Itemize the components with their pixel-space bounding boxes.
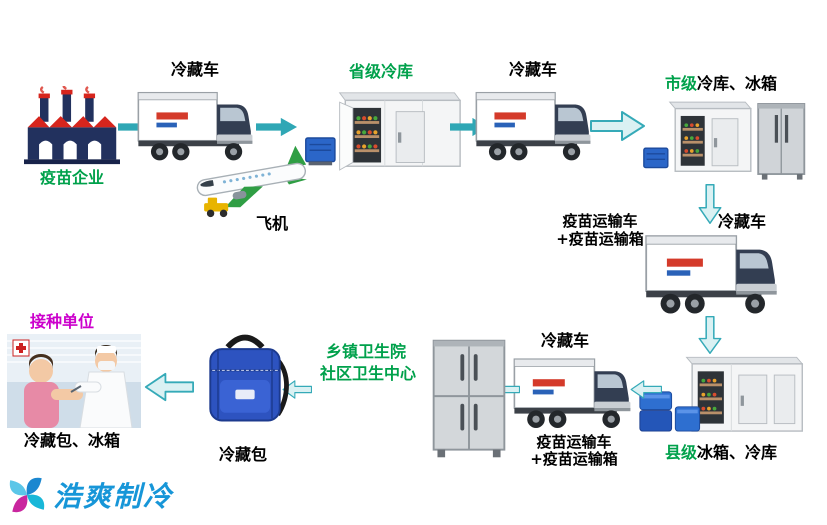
county-coldroom-illustration [638,352,806,442]
arrow-county-to-truck [630,380,662,399]
refrigerated-truck-illustration [632,228,790,318]
vaccination-photo [6,334,142,428]
vaccination-unit-label: 接种单位 [29,312,94,331]
provincial-storage-label: 省级冷库 [348,62,413,81]
vaccination-equipment-label: 冷藏包、冰箱 [23,431,120,450]
county-rest-text: 冰箱、冷库 [697,443,778,462]
township-label-line2: 社区卫生中心 [319,364,416,383]
right-transport-truck-label: 冷藏车 [717,212,766,231]
right-transport-line2: +疫苗运输箱 [556,230,644,248]
vaccine-factory-illustration [20,86,124,166]
truck-top-right-label: 冷藏车 [508,60,557,79]
municipal-coldroom-fridge-illustration [642,96,808,182]
bottom-transport-truck-label: 冷藏车 [540,331,589,350]
bottom-transport-line2: +疫苗运输箱 [530,450,618,468]
provincial-coldroom-illustration [302,84,462,176]
refrigerated-truck-illustration [474,82,592,168]
municipal-label: 市级冷库、冰箱 [646,74,796,93]
arrow-to-vaccination-unit [144,372,194,402]
logo-pinwheel-icon [6,474,48,516]
arrow-truck-to-municipal [590,111,645,141]
airplane-label: 飞机 [255,214,288,233]
logo-text: 浩爽制冷 [53,480,174,513]
municipal-level-text: 市级 [664,74,697,93]
county-level-text: 县级 [664,443,697,462]
county-label: 县级冰箱、冷库 [646,443,796,462]
truck-top-left-label: 冷藏车 [170,60,219,79]
arrow-truck-to-provincial [256,117,298,137]
refrigerated-truck-illustration [510,352,634,432]
township-label-line1: 乡镇卫生院 [325,342,406,361]
airplane-illustration [190,142,322,218]
arrow-transport-down [698,316,722,354]
municipal-rest-text: 冷库、冰箱 [697,74,778,93]
bottom-transport-line1: 疫苗运输车 [536,433,612,451]
cooler-bag-label: 冷藏包 [218,445,267,464]
upright-fridge-illustration [426,336,512,462]
factory-label: 疫苗企业 [39,168,104,187]
brand-logo: 浩爽制冷 [6,474,173,516]
cooler-bag-illustration [196,326,294,434]
right-transport-line1: 疫苗运输车 [562,212,638,230]
